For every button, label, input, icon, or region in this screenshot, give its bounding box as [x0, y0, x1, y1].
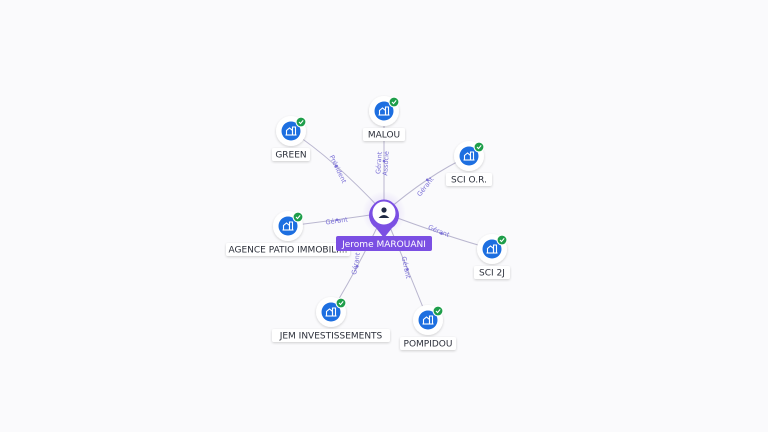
node-label: SCI O.R. — [451, 176, 487, 186]
badge-bg — [474, 142, 484, 152]
center-label: Jerome MAROUANI — [341, 240, 426, 250]
node-label: JEM INVESTISSEMENTS — [279, 332, 383, 342]
check-icon — [338, 301, 344, 306]
node-label-box — [226, 243, 350, 256]
badge-bg — [389, 97, 399, 107]
center-node[interactable]: Jerome MAROUANI — [336, 191, 432, 251]
relation-text: Président — [328, 154, 349, 185]
edge-arrow — [440, 232, 443, 235]
company-node-jem[interactable]: JEM INVESTISSEMENTS — [272, 297, 390, 342]
node-label-box — [446, 173, 492, 186]
relation-text: Gérant — [415, 175, 435, 198]
building-icon — [285, 126, 297, 136]
edge-arrow — [335, 218, 339, 222]
center-disc — [370, 199, 398, 227]
relation-text: Associé — [381, 151, 391, 176]
node-label-box — [363, 128, 405, 141]
company-node-malou[interactable]: MALOU — [363, 96, 405, 141]
node-icon-bg — [374, 101, 394, 121]
edge-label-scior: Gérant — [415, 175, 435, 198]
edge-label-jem: Gérant — [350, 252, 362, 276]
node-icon-bg — [321, 302, 341, 322]
edge-arrow — [382, 159, 386, 163]
check-icon — [435, 309, 441, 314]
relation-text: Gérant — [400, 256, 413, 280]
edge-arrow — [355, 264, 359, 268]
edge-label-pompidou: Gérant — [400, 256, 413, 280]
node-label-box — [272, 329, 390, 342]
building-icon — [325, 307, 337, 317]
building-icon — [463, 151, 475, 161]
company-node-sci2j[interactable]: SCI 2J — [474, 234, 510, 279]
company-node-pompidou[interactable]: POMPIDOU — [400, 305, 456, 350]
node-label-box — [272, 148, 310, 161]
check-icon — [391, 100, 397, 105]
node-label-box — [474, 266, 510, 279]
edge-arrow — [406, 267, 409, 271]
node-icon-bg — [459, 146, 479, 166]
node-label: POMPIDOU — [404, 340, 453, 350]
badge-bg — [296, 117, 306, 127]
badge-bg — [497, 235, 507, 245]
check-icon — [499, 238, 505, 243]
relation-text: Gérant — [325, 215, 349, 226]
building-icon — [486, 244, 498, 254]
building-icon — [282, 221, 294, 231]
node-icon-bg — [482, 239, 502, 259]
node-label-box — [400, 337, 456, 350]
node-icon-bg — [418, 310, 438, 330]
node-icon-bg — [278, 216, 298, 236]
check-icon — [295, 215, 301, 220]
check-icon — [476, 145, 482, 150]
edge-label-green: Président — [328, 154, 349, 185]
edge-arrow — [334, 164, 338, 168]
company-node-green[interactable]: GREEN — [272, 116, 310, 161]
badge-bg — [336, 298, 346, 308]
node-label: SCI 2J — [479, 269, 505, 279]
edge-label-agence: Gérant — [325, 215, 349, 226]
node-label: GREEN — [275, 151, 306, 161]
check-icon — [298, 120, 304, 125]
nodes-layer: MALOU GREEN SCI O.R. AGENCE PATIO IMMOBILI.… — [226, 96, 510, 350]
badge-bg — [293, 212, 303, 222]
node-icon-bg — [281, 121, 301, 141]
company-node-agence[interactable]: AGENCE PATIO IMMOBILI... — [226, 211, 350, 256]
relation-text: Gérant — [350, 252, 362, 276]
building-icon — [378, 106, 390, 116]
badge-bg — [433, 306, 443, 316]
building-icon — [422, 315, 434, 325]
node-label: MALOU — [368, 131, 400, 141]
edge-label-malou: GérantAssocié — [374, 150, 391, 176]
company-node-scior[interactable]: SCI O.R. — [446, 141, 492, 186]
relation-text: Gérant — [374, 151, 384, 174]
node-label: AGENCE PATIO IMMOBILI... — [229, 246, 348, 256]
person-icon — [378, 207, 390, 218]
edge-arrow — [425, 178, 429, 182]
center-label-box — [336, 236, 432, 251]
